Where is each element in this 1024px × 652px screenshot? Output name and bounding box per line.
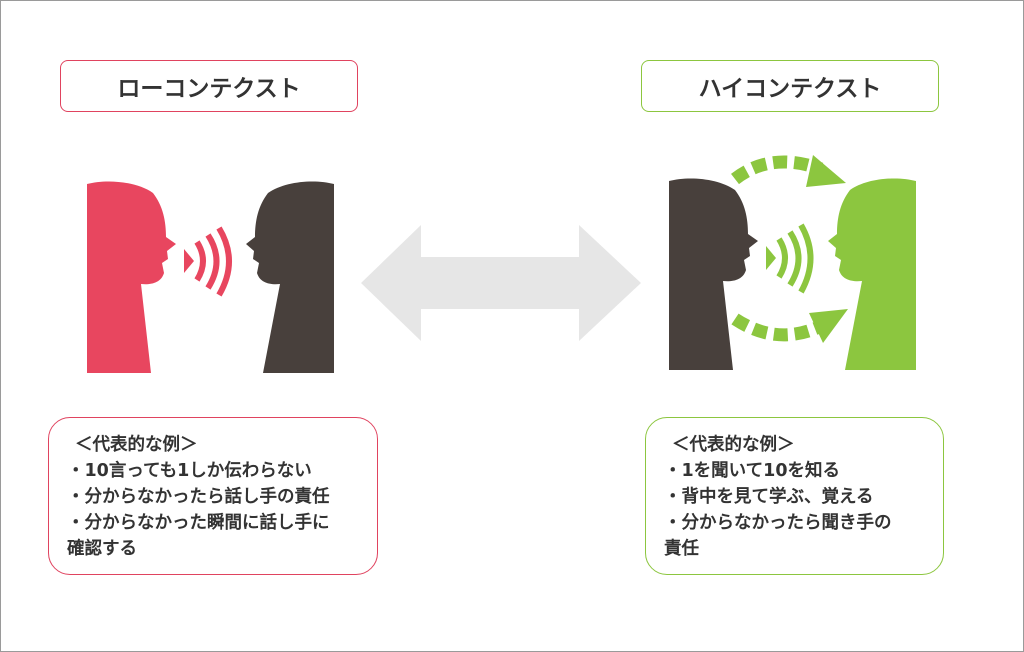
- high-context-title-text: ハイコンテクスト: [698, 76, 882, 102]
- low-context-examples: ＜代表的な例＞ ・10言っても1しか伝わらない ・分からなかったら話し手の責任 …: [48, 417, 378, 575]
- high-context-title: ハイコンテクスト: [641, 60, 939, 112]
- low-context-example-item: 確認する: [67, 539, 137, 559]
- high-context-examples: ＜代表的な例＞ ・1を聞いて10を知る ・背中を見て学ぶ、覚える ・分からなかっ…: [645, 417, 944, 575]
- listener-head-green-icon: [828, 178, 916, 370]
- high-context-example-item: ・1を聞いて10を知る: [664, 461, 841, 481]
- speaker-head-pink-icon: [87, 181, 176, 373]
- high-context-example-item: ・分からなかったら聞き手の: [664, 513, 892, 533]
- double-arrow-icon: [361, 225, 641, 341]
- low-context-example-item: ・10言っても1しか伝わらない: [67, 461, 312, 481]
- sound-wave-pink-icon: [184, 226, 232, 297]
- sound-wave-green-icon: [766, 223, 814, 294]
- high-context-example-item: 責任: [664, 539, 699, 559]
- dashed-arrow-top-icon: [731, 155, 846, 187]
- low-context-example-item: ・分からなかった瞬間に話し手に: [67, 513, 330, 533]
- low-context-example-item: ・分からなかったら話し手の責任: [67, 487, 330, 507]
- low-context-title-text: ローコンテクスト: [117, 76, 301, 102]
- high-context-example-item: ・背中を見て学ぶ、覚える: [664, 487, 874, 507]
- low-context-example-heading: ＜代表的な例＞: [75, 435, 198, 455]
- listener-head-dark-icon: [246, 181, 334, 373]
- low-context-title: ローコンテクスト: [60, 60, 358, 112]
- speaker-head-dark-icon: [669, 178, 758, 370]
- high-context-example-heading: ＜代表的な例＞: [672, 435, 795, 455]
- dashed-arrow-bottom-icon: [731, 309, 848, 343]
